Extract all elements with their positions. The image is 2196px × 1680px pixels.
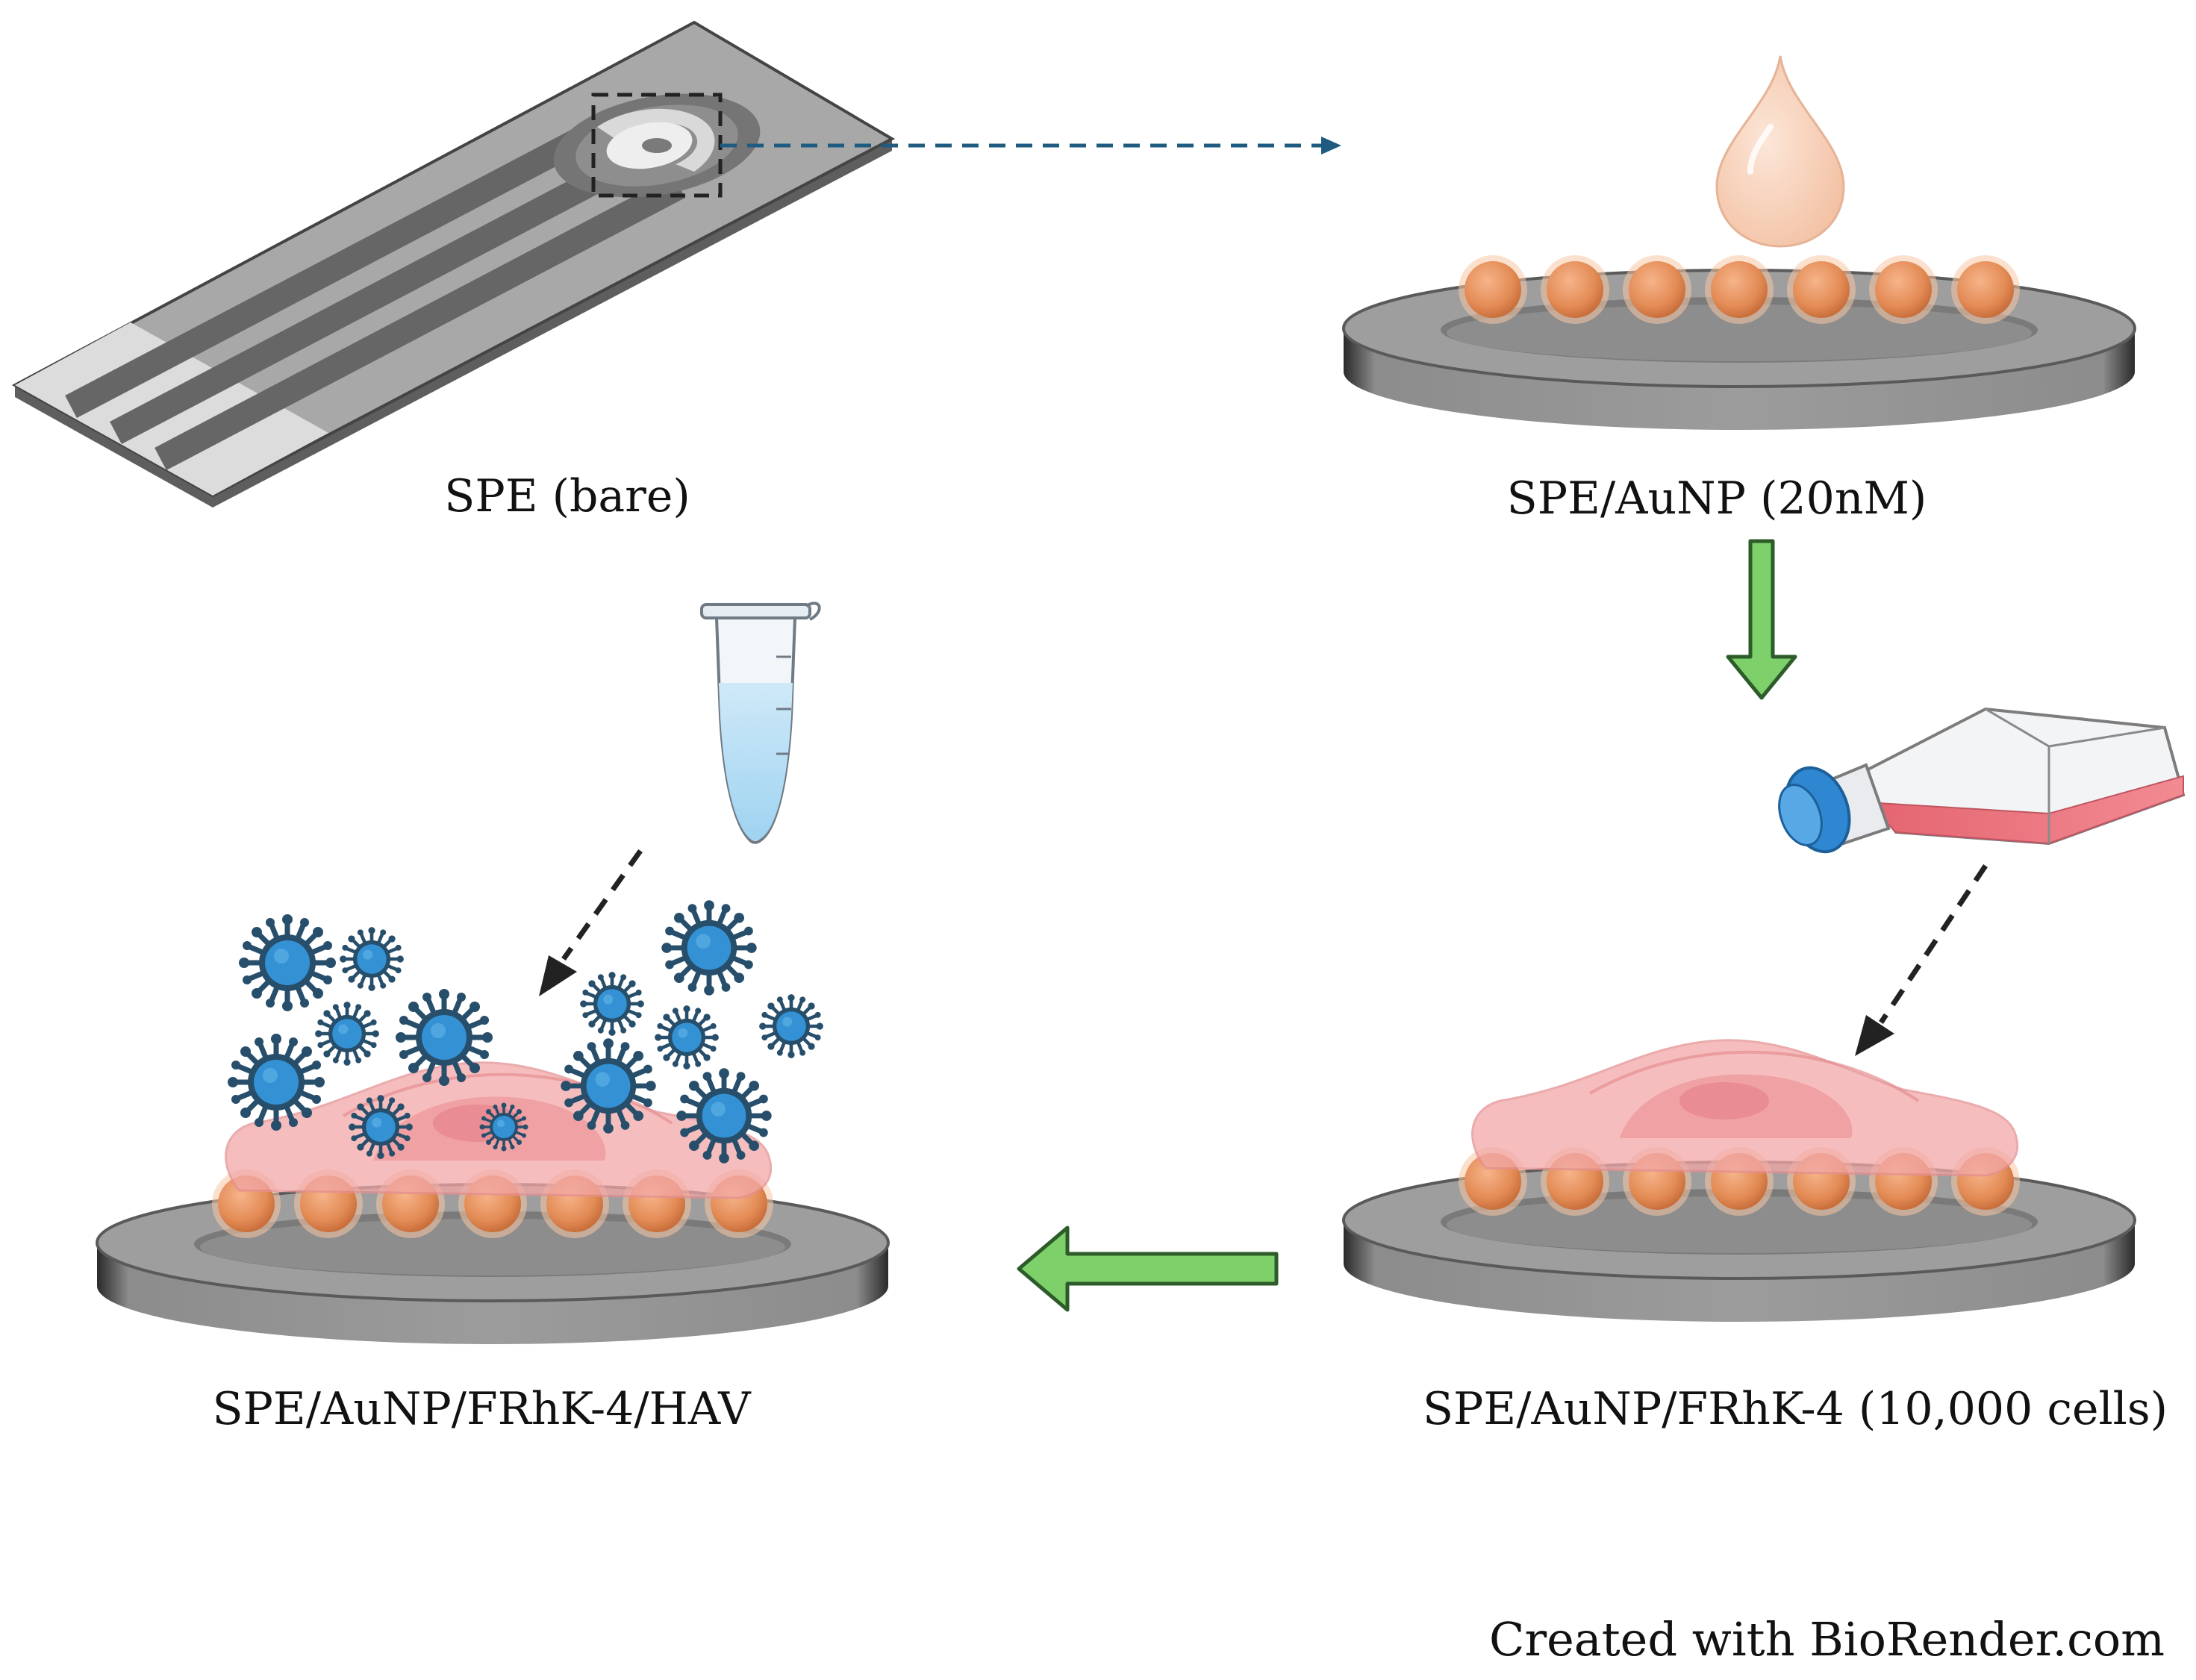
electrode-disc-cells [1342, 1039, 2136, 1323]
electrode-disc-virus [96, 1061, 890, 1346]
label-spe-aunp: SPE/AuNP (20nM) [1507, 472, 1927, 525]
dashed-arrow-tube [539, 849, 643, 996]
zoom-dashed-arrow [720, 137, 1341, 154]
virus-icon [655, 1005, 719, 1069]
virus-icon [759, 994, 823, 1058]
electrode-strip-icon [11, 20, 896, 508]
culture-flask-icon [1778, 707, 2186, 854]
virus-icon [340, 927, 404, 991]
step-arrow-left [1017, 1225, 1279, 1312]
credit-text: Created with BioRender.com [1489, 1612, 2165, 1667]
microtube-icon [700, 602, 821, 844]
drop-icon [1715, 55, 1845, 248]
dashed-arrow-flask [1855, 864, 1988, 1056]
label-spe-aunp-frhk4-hav: SPE/AuNP/FRhK-4/HAV [212, 1383, 752, 1435]
virus-icon [661, 900, 756, 995]
virus-icon [478, 1101, 530, 1153]
cell-layer [1471, 1039, 2019, 1177]
virus-icon [228, 1034, 325, 1131]
virus-icon [580, 972, 644, 1036]
step-arrow-down [1726, 539, 1797, 700]
virus-icon [561, 1038, 655, 1133]
virus-icon [315, 1002, 379, 1066]
label-spe-bare: SPE (bare) [444, 470, 690, 522]
label-spe-aunp-frhk4: SPE/AuNP/FRhK-4 (10,000 cells) [1423, 1383, 2168, 1435]
virus-icon [396, 989, 493, 1086]
virus-icon [676, 1068, 771, 1163]
electrode-disc-aunp [1342, 255, 2136, 431]
virus-icon [349, 1095, 413, 1159]
virus-icon [239, 914, 336, 1011]
